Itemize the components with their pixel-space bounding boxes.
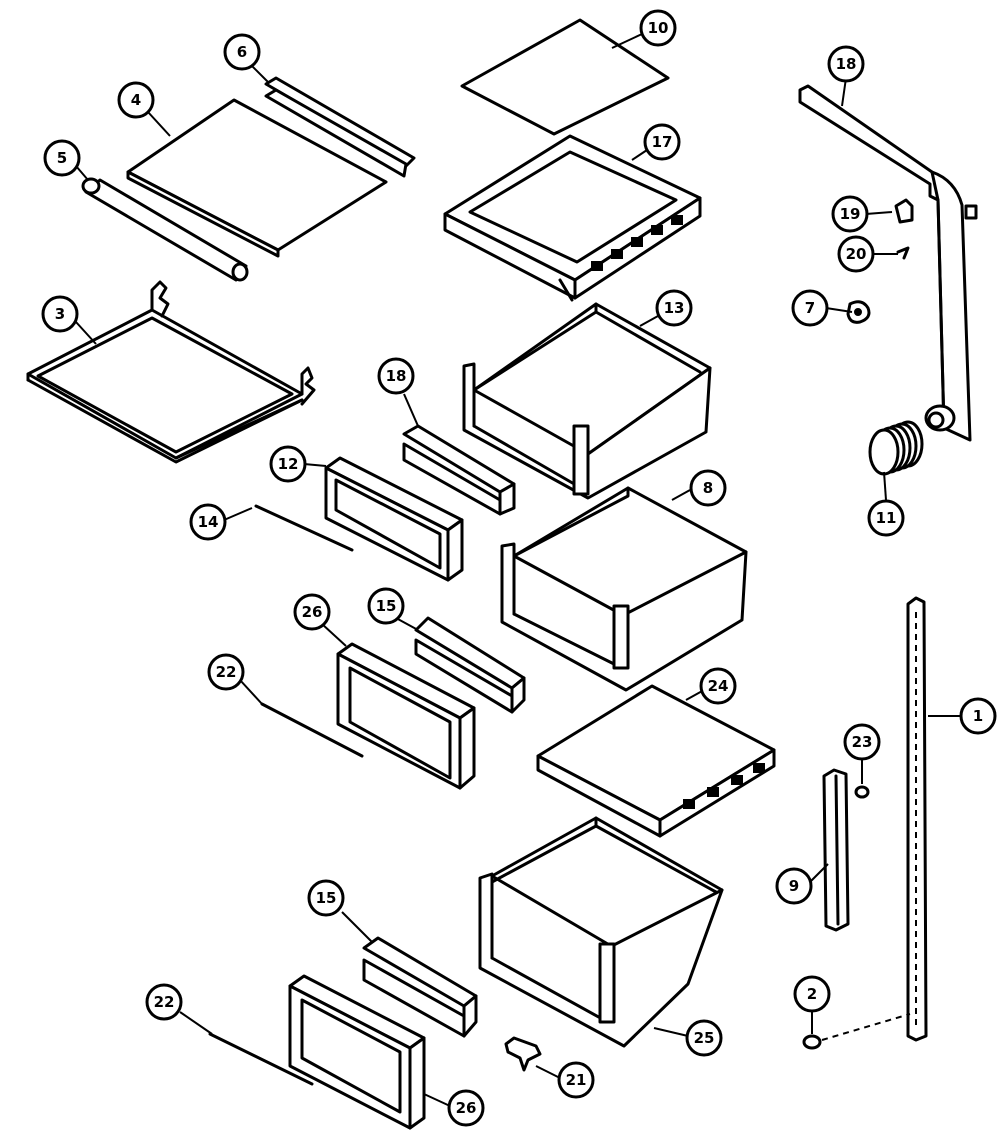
part-3-cantilever-shelf bbox=[26, 280, 316, 464]
svg-text:18: 18 bbox=[386, 367, 407, 385]
part-17-cover-frame bbox=[443, 134, 702, 302]
part-26-upper-front bbox=[336, 642, 476, 790]
part-8-drawer bbox=[500, 486, 748, 692]
part-12-drawer-front bbox=[324, 456, 464, 582]
callout-3: 3 bbox=[41, 295, 79, 333]
callout-21: 21 bbox=[557, 1061, 595, 1099]
part-23-fastener bbox=[854, 785, 870, 799]
part-20-screw bbox=[896, 246, 910, 260]
callout-17: 17 bbox=[643, 123, 681, 161]
callout-22-upper: 22 bbox=[207, 653, 245, 691]
svg-text:17: 17 bbox=[652, 133, 673, 151]
callout-11: 11 bbox=[867, 499, 905, 537]
part-1-vertical-rail bbox=[906, 596, 928, 1042]
callout-7: 7 bbox=[791, 289, 829, 327]
part-25-bin bbox=[478, 816, 724, 1048]
part-11-damper-coil bbox=[868, 420, 924, 476]
callout-24: 24 bbox=[699, 667, 737, 705]
part-15-upper-track bbox=[414, 616, 526, 714]
svg-text:3: 3 bbox=[55, 305, 65, 323]
part-7-clip bbox=[846, 300, 871, 324]
callout-8: 8 bbox=[689, 469, 727, 507]
part-18-rear-rail bbox=[798, 84, 978, 442]
part-26-lower-front bbox=[288, 974, 426, 1130]
svg-text:15: 15 bbox=[316, 889, 337, 907]
part-21-bracket bbox=[504, 1036, 542, 1072]
svg-text:14: 14 bbox=[198, 513, 219, 531]
callout-5: 5 bbox=[43, 139, 81, 177]
svg-text:7: 7 bbox=[805, 299, 815, 317]
part-22-upper-rod bbox=[260, 702, 364, 758]
callout-9: 9 bbox=[775, 867, 813, 905]
part-9-side-rail bbox=[822, 768, 850, 932]
callout-14: 14 bbox=[189, 503, 227, 541]
svg-text:26: 26 bbox=[456, 1099, 477, 1117]
callout-26-lower: 26 bbox=[447, 1089, 485, 1127]
callout-2: 2 bbox=[793, 975, 831, 1013]
svg-text:15: 15 bbox=[376, 597, 397, 615]
svg-text:12: 12 bbox=[278, 455, 299, 473]
callout-12: 12 bbox=[269, 445, 307, 483]
part-24-pan-cover bbox=[536, 684, 776, 838]
svg-text:8: 8 bbox=[703, 479, 713, 497]
callout-22-lower: 22 bbox=[145, 983, 183, 1021]
svg-text:20: 20 bbox=[846, 245, 867, 263]
callout-23: 23 bbox=[843, 723, 881, 761]
svg-text:22: 22 bbox=[216, 663, 237, 681]
svg-text:11: 11 bbox=[876, 509, 897, 527]
svg-text:10: 10 bbox=[648, 19, 669, 37]
svg-text:22: 22 bbox=[154, 993, 175, 1011]
callout-1: 1 bbox=[959, 697, 997, 735]
svg-text:19: 19 bbox=[840, 205, 861, 223]
part-2-screw bbox=[802, 1013, 911, 1050]
leader-lines bbox=[75, 33, 964, 1107]
svg-text:9: 9 bbox=[789, 877, 799, 895]
svg-text:25: 25 bbox=[694, 1029, 715, 1047]
svg-text:1: 1 bbox=[973, 707, 983, 725]
svg-text:2: 2 bbox=[807, 985, 817, 1003]
callout-15-upper: 15 bbox=[367, 587, 405, 625]
part-14-rod bbox=[254, 504, 354, 552]
svg-text:5: 5 bbox=[57, 149, 67, 167]
part-22-lower-rod bbox=[208, 1032, 314, 1086]
callout-18-track: 18 bbox=[377, 357, 415, 395]
callout-25: 25 bbox=[685, 1019, 723, 1057]
svg-text:26: 26 bbox=[302, 603, 323, 621]
part-6-shelf-trim bbox=[264, 76, 416, 178]
callout-10: 10 bbox=[639, 9, 677, 47]
callout-19: 19 bbox=[831, 195, 869, 233]
part-13-drawer bbox=[462, 302, 712, 500]
callout-18-top: 18 bbox=[827, 45, 865, 83]
svg-text:4: 4 bbox=[131, 91, 141, 109]
part-15-lower-track bbox=[362, 936, 478, 1038]
part-19-clip bbox=[894, 198, 914, 224]
part-5-front-trim bbox=[81, 177, 249, 282]
part-10-glass-panel bbox=[460, 18, 670, 136]
part-18-drawer-track bbox=[402, 424, 516, 516]
svg-text:23: 23 bbox=[852, 733, 873, 751]
callout-13: 13 bbox=[655, 289, 693, 327]
svg-text:24: 24 bbox=[708, 677, 729, 695]
part-4-glass-shelf bbox=[126, 98, 388, 258]
callout-26-upper: 26 bbox=[293, 593, 331, 631]
svg-text:13: 13 bbox=[664, 299, 685, 317]
svg-text:18: 18 bbox=[836, 55, 857, 73]
svg-text:6: 6 bbox=[237, 43, 247, 61]
callout-4: 4 bbox=[117, 81, 155, 119]
svg-text:21: 21 bbox=[566, 1071, 587, 1089]
callout-15-lower: 15 bbox=[307, 879, 345, 917]
callout-6: 6 bbox=[223, 33, 261, 71]
callout-20: 20 bbox=[837, 235, 875, 273]
